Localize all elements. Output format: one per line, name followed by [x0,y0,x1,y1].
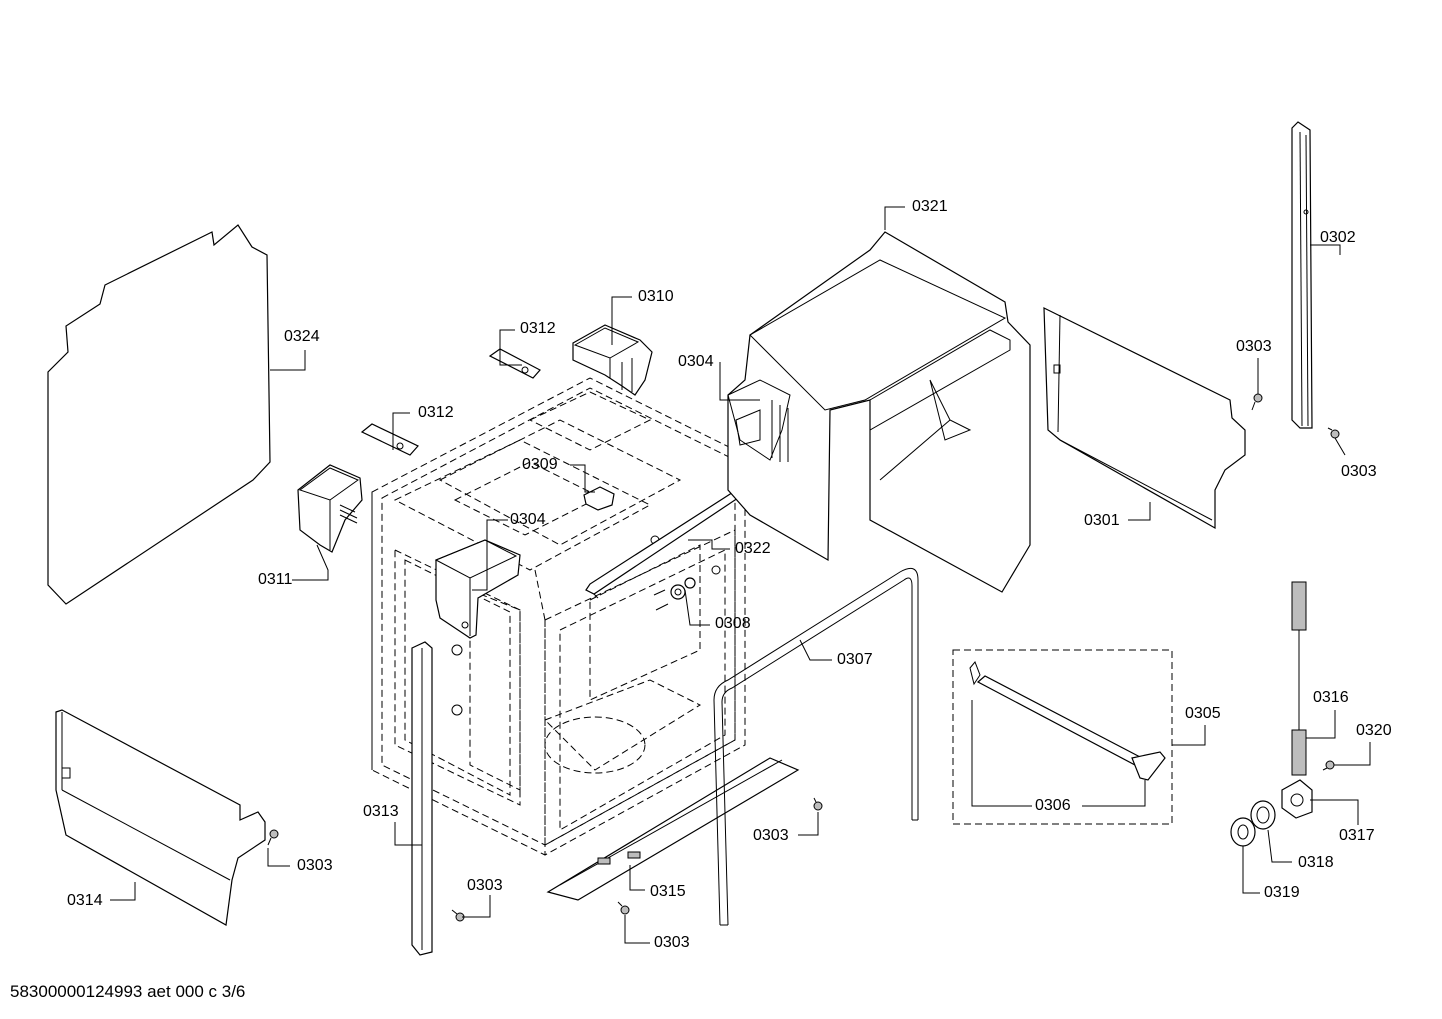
drawing-reference-number: 58300000124993 aet 000 c 3/6 [10,982,246,1001]
part-0312-clip-lower [360,423,419,456]
label-0306: 0306 [1035,797,1071,814]
part-0304-bracket-left [434,539,521,639]
label-0311: 0311 [258,571,293,588]
label-0305: 0305 [1185,705,1221,722]
label-0303-c: 0303 [297,857,333,874]
part-0301-right-panel [1043,307,1246,530]
part-0324-side-panel [47,224,271,605]
label-0322: 0322 [735,540,771,557]
part-0321-top-cover [727,231,1031,593]
label-0303-b: 0303 [1341,463,1377,480]
label-0301: 0301 [1084,512,1120,529]
label-0307: 0307 [837,651,873,668]
label-0309: 0309 [522,456,558,473]
label-0315: 0315 [650,883,686,900]
part-0303-screw-2 [1327,427,1340,439]
label-0312-upper: 0312 [520,320,556,337]
label-0304-left: 0304 [510,511,546,528]
part-0303-screw-1 [1251,393,1263,411]
label-0303-e: 0303 [654,934,690,951]
part-0307-door-gasket [713,567,919,926]
part-0310-bracket [572,324,653,396]
label-0304-right: 0304 [678,353,714,370]
label-0303-a: 0303 [1236,338,1272,355]
label-0308: 0308 [715,615,751,632]
part-0312-clip-upper [488,348,541,379]
label-0324: 0324 [284,328,320,345]
part-0306-hinge-bar [969,661,1166,781]
part-0315-bottom-rail [546,757,800,901]
label-0319: 0319 [1264,884,1300,901]
part-0311-bracket [297,464,363,553]
label-0314: 0314 [67,892,103,909]
part-0303-screw-4 [451,909,465,922]
part-0319-cap [1230,817,1256,847]
part-0309-clip [583,486,615,511]
part-0303-screw-5 [617,901,630,915]
part-0303-screw-6 [813,797,823,811]
part-0314-base-panel [55,709,266,926]
label-0312-lower: 0312 [418,404,454,421]
part-0320-screw [1322,760,1335,771]
leader-lines [110,206,1371,944]
label-0313: 0313 [363,803,399,820]
label-0316: 0316 [1313,689,1349,706]
label-0320: 0320 [1356,722,1392,739]
label-0318: 0318 [1298,854,1334,871]
label-0303-d: 0303 [467,877,503,894]
part-0305-group-box [952,649,1173,825]
part-0303-screw-3 [267,829,279,846]
part-0313-side-strip [411,641,433,956]
label-0302: 0302 [1320,229,1356,246]
part-0316-hose [1291,581,1307,776]
label-0303-f: 0303 [753,827,789,844]
label-0321: 0321 [912,198,948,215]
label-0310: 0310 [638,288,674,305]
part-0308-hinge [653,577,696,611]
part-0317-elbow [1281,779,1313,819]
label-0317: 0317 [1339,827,1375,844]
part-0318-ring [1250,800,1276,830]
part-0302-vertical-strip [1291,121,1313,429]
